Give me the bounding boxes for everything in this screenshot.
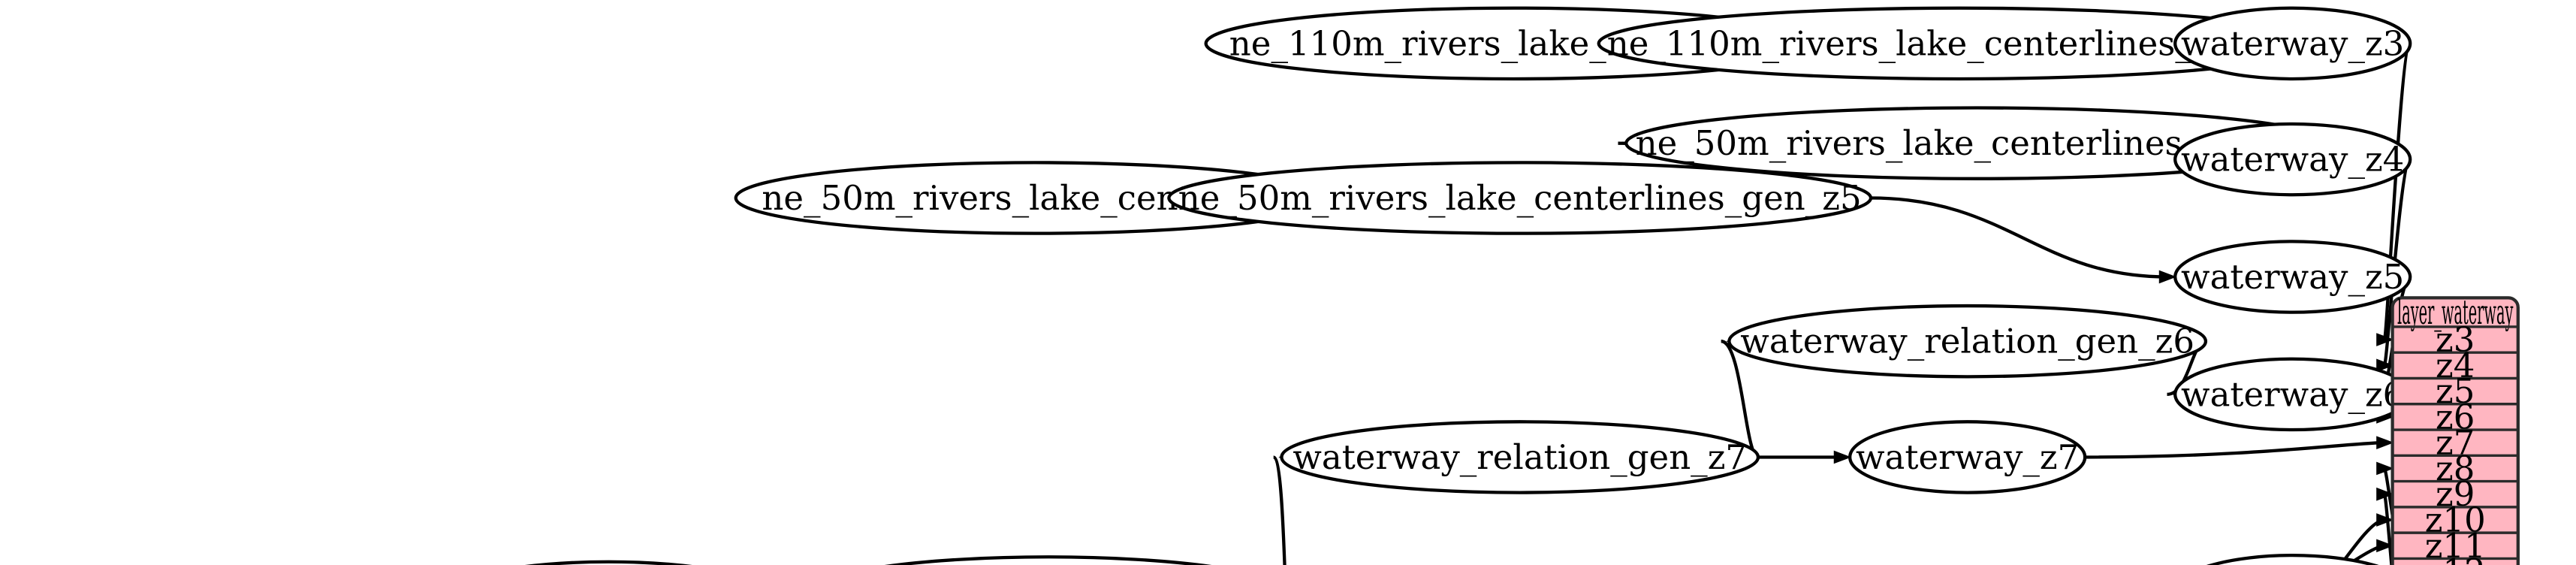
table-outline bbox=[2390, 296, 2520, 565]
node-shape bbox=[2173, 122, 2412, 197]
node-shape bbox=[1280, 420, 1760, 494]
node-shape bbox=[884, 555, 1212, 565]
node-label: waterway_z6 bbox=[2181, 374, 2404, 414]
graph-edge bbox=[2338, 518, 2385, 565]
graph-node-waterway_z6[interactable]: waterway_z6 bbox=[2173, 357, 2412, 432]
graph-node-waterway_z7[interactable]: waterway_z7 bbox=[1848, 420, 2087, 494]
graph-node-ne_50m_rivers_lake_centerlines_gen_z5[interactable]: ne_50m_rivers_lake_centerlines_gen_z5 bbox=[1167, 161, 1873, 235]
edge-arrowhead bbox=[2376, 333, 2394, 346]
graph-edge bbox=[2382, 41, 2412, 342]
edge-arrowhead bbox=[1833, 450, 1852, 464]
graph-node-waterway_z4[interactable]: waterway_z4 bbox=[2173, 122, 2412, 197]
edge-arrowhead bbox=[2376, 487, 2394, 501]
node-shape bbox=[1167, 161, 1873, 235]
node-label: waterway_z3 bbox=[2181, 23, 2404, 63]
node-label: ne_50m_rivers_lake_centerlines_gen_z5 bbox=[1178, 178, 1862, 218]
graph-edge bbox=[2382, 492, 2394, 565]
graph-edge bbox=[1271, 455, 1286, 565]
node-shape bbox=[2206, 554, 2379, 565]
node-shape bbox=[524, 560, 692, 565]
table-row-label: z12 bbox=[2425, 551, 2486, 565]
node-shape bbox=[1727, 304, 2208, 379]
graph-edge bbox=[2085, 441, 2384, 459]
node-shape bbox=[1848, 420, 2087, 494]
graph-node-waterway_relation_gen_z8[interactable]: waterway_relation_gen_z8 bbox=[810, 555, 1286, 565]
edge-arrowhead bbox=[2376, 358, 2394, 373]
node-label: waterway_z4 bbox=[2181, 140, 2404, 180]
graph-node-waterway_z3[interactable]: waterway_z3 bbox=[2173, 6, 2412, 81]
graph-node-waterway_relation[interactable]: waterway_relation bbox=[443, 560, 775, 565]
node-layer: imposm3osm_waterway_relationosm_waterway… bbox=[443, 6, 2412, 565]
table-layer: layer_waterwayz3z4z5z6z7z8z9z10z11z12z13… bbox=[2390, 292, 2520, 565]
node-shape bbox=[2173, 6, 2412, 81]
graph-node-waterway_relation_gen_z7[interactable]: waterway_relation_gen_z7 bbox=[1280, 420, 1760, 494]
layer-waterway-table[interactable]: layer_waterwayz3z4z5z6z7z8z9z10z11z12z13… bbox=[2390, 292, 2520, 565]
node-shape bbox=[2173, 240, 2412, 314]
node-label: waterway_z7 bbox=[1856, 437, 2079, 477]
graph-edge bbox=[1871, 196, 2167, 279]
edge-arrowhead bbox=[2376, 461, 2394, 476]
edge-arrowhead bbox=[2376, 539, 2394, 553]
node-label: waterway_z5 bbox=[2181, 257, 2404, 297]
graph-node-waterway_relation_gen_z6[interactable]: waterway_relation_gen_z6 bbox=[1727, 304, 2208, 379]
graph-node-waterway_z5[interactable]: waterway_z5 bbox=[2173, 240, 2412, 314]
edge-arrowhead bbox=[2158, 270, 2177, 284]
node-label: waterway_relation_gen_z7 bbox=[1293, 437, 1747, 477]
graph-node-waterway_z8[interactable]: waterway_z8 bbox=[2175, 554, 2410, 565]
node-label: waterway_relation_gen_z6 bbox=[1740, 322, 2194, 361]
edge-arrowhead bbox=[2376, 513, 2394, 527]
edge-arrowhead bbox=[2376, 436, 2394, 450]
